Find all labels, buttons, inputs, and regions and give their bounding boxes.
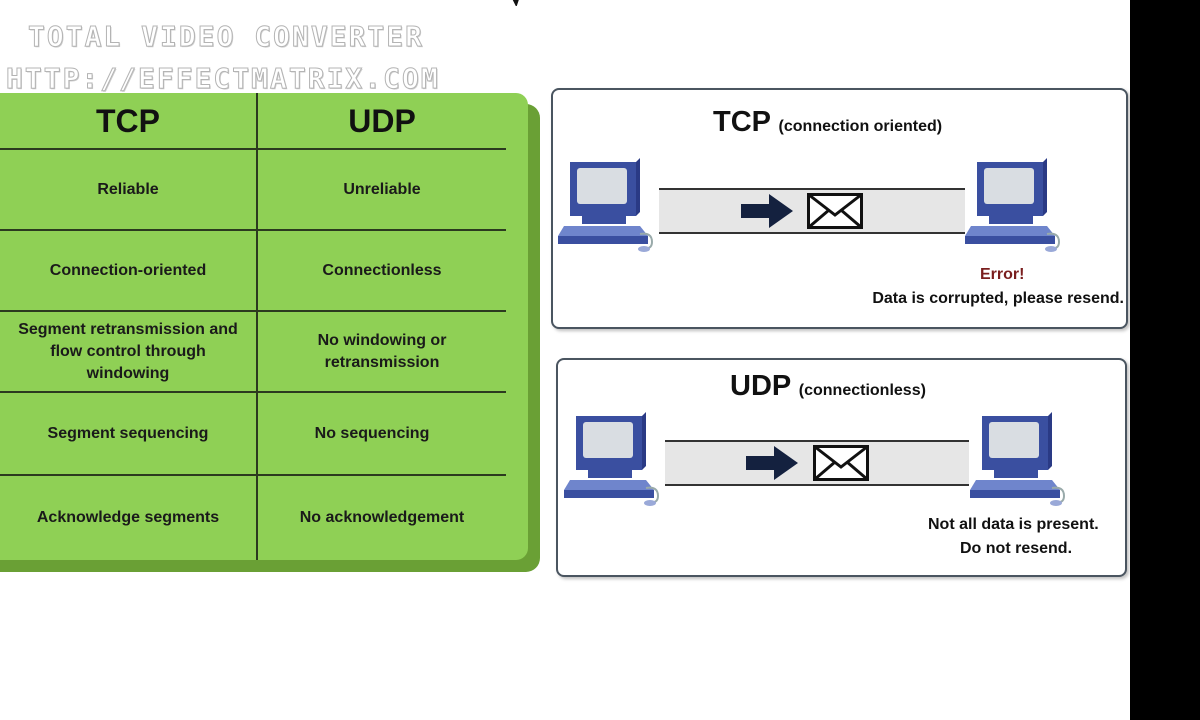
udp-message-line2: Do not resend. [960,540,1073,557]
row-divider [0,229,506,231]
tcp-cell-connection: Connection-oriented [49,261,207,279]
watermark-title: TOTAL VIDEO CONVERTER [27,20,425,54]
row-divider [0,474,506,476]
envelope-icon [807,193,863,229]
udp-cell-acknowledge: No acknowledgement [299,509,465,526]
udp-cell-sequencing: No sequencing [314,424,430,442]
tcp-diagram-panel: TCP (connection oriented) Error! Data is… [551,88,1128,329]
tcp-panel-title: TCP (connection oriented) [713,106,942,139]
tcp-error-label: Error! [980,266,1025,283]
computer-icon [970,412,1066,506]
letterbox-bar [1130,0,1200,720]
tcp-cell-reliable: Reliable [97,180,159,198]
udp-cell-unreliable: Unreliable [343,180,421,198]
tcp-cell-acknowledge: Acknowledge segments [36,509,220,526]
watermark-url: HTTP://EFFECTMATRIX.COM [6,62,440,96]
row-divider [0,148,506,150]
arrow-right-icon [741,194,793,228]
envelope-icon [813,445,869,481]
udp-panel-subtitle: (connectionless) [798,382,926,399]
tcp-cell-windowing: Segment retransmission and flow control … [18,320,238,382]
arrow-right-icon [746,446,798,480]
row-divider [0,310,506,312]
header-tcp: TCP [96,102,160,139]
udp-cell-connection: Connectionless [322,261,442,279]
tcp-panel-subtitle: (connection oriented) [778,118,943,135]
computer-icon [564,412,660,506]
udp-message-line1: Not all data is present. [928,516,1099,533]
cropped-title-fragment [512,0,519,6]
column-divider [256,93,258,560]
udp-panel-title: UDP (connectionless) [730,370,926,403]
header-udp: UDP [348,102,416,139]
tcp-error-message: Data is corrupted, please resend. [872,290,1124,307]
comparison-table: TCP UDP Reliable Unreliable Connection-o… [0,93,528,560]
tcp-cell-sequencing: Segment sequencing [47,424,209,442]
computer-icon [558,158,654,252]
computer-icon [965,158,1061,252]
row-divider [0,391,506,393]
udp-diagram-panel: UDP (connectionless) Not all data is pre… [556,358,1127,577]
tcp-panel-title-text: TCP [713,106,771,138]
udp-panel-title-text: UDP [730,370,791,402]
udp-cell-windowing: No windowing or retransmission [317,331,447,371]
